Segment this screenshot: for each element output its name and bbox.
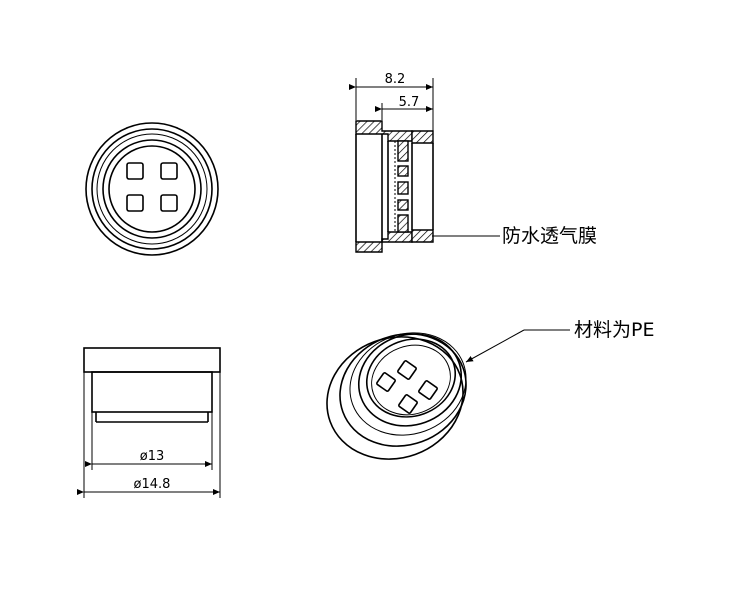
vent-hole bbox=[418, 380, 438, 400]
top-view bbox=[85, 122, 219, 256]
vent-hole bbox=[160, 162, 178, 180]
vent-hole bbox=[398, 394, 418, 414]
front-elevation-view: ø13 ø14.8 bbox=[77, 347, 221, 498]
vent-hole bbox=[160, 194, 178, 212]
dim-outer-diameter: ø14.8 bbox=[134, 477, 171, 492]
side-section-view: 8.2 5.7 防水透气膜 bbox=[349, 72, 597, 253]
dim-inner-length: 5.7 bbox=[399, 95, 420, 110]
material-leader-line bbox=[465, 329, 525, 363]
dim-overall-length: 8.2 bbox=[385, 72, 406, 87]
vent-hole bbox=[126, 194, 144, 212]
vent-hole bbox=[376, 372, 396, 392]
callout-material: 材料为PE bbox=[574, 319, 654, 341]
isometric-view: 材料为PE bbox=[326, 319, 654, 460]
callout-membrane: 防水透气膜 bbox=[502, 225, 597, 247]
dim-inner-diameter: ø13 bbox=[140, 449, 165, 464]
vent-hole bbox=[397, 360, 417, 380]
vent-hole bbox=[126, 162, 144, 180]
